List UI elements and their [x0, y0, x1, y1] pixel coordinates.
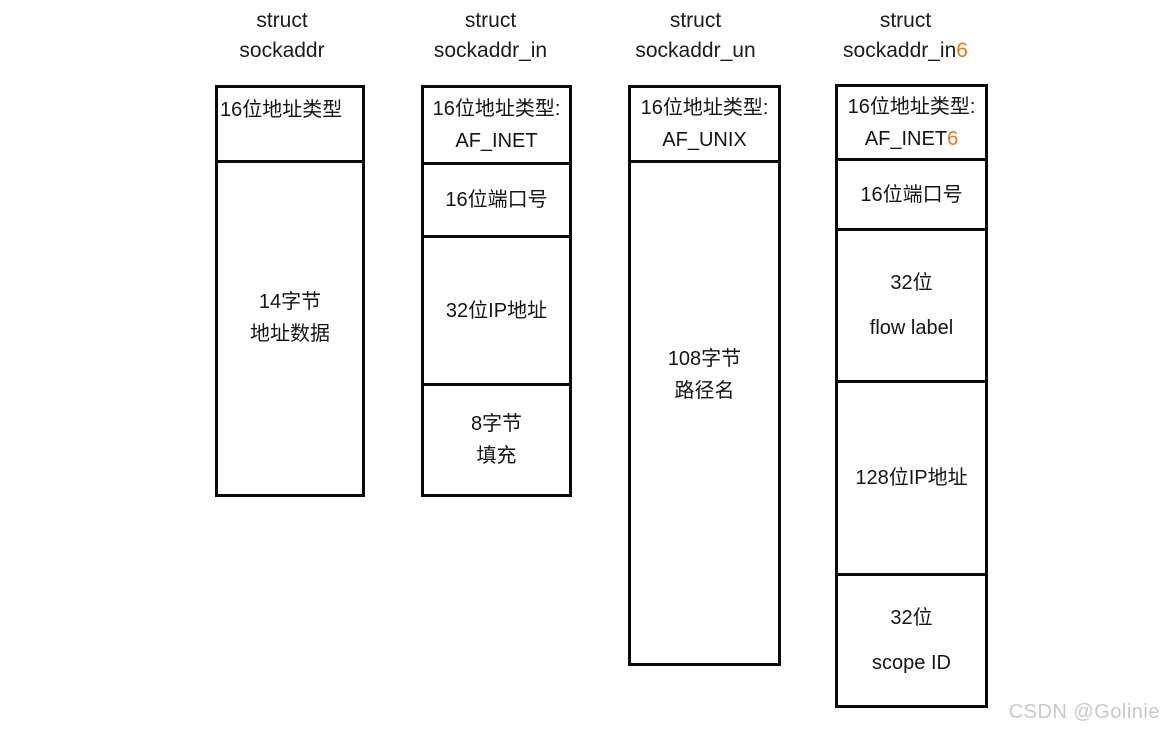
text-segment: 32位IP地址: [445, 299, 548, 322]
struct-title-line: struct: [415, 6, 566, 36]
text-segment: 填充: [476, 445, 517, 467]
field-section-pathname: 108字节路径名: [631, 163, 778, 663]
text-segment: 6: [947, 127, 959, 150]
field-section-port-number: 16位端口号: [424, 165, 569, 238]
field-section-address-family: 16位地址类型: [218, 88, 362, 163]
struct-title-sockaddr: struct sockaddr: [207, 6, 357, 66]
text-segment: AF_INET: [864, 127, 948, 150]
text-segment: scope ID: [872, 651, 951, 674]
field-label-line: AF_INET: [455, 125, 537, 157]
field-section-flow-label: 32位 flow label: [838, 231, 985, 383]
field-label-line: 32位: [890, 261, 932, 306]
field-label-line: AF_UNIX: [662, 124, 746, 156]
field-section-port-number: 16位端口号: [838, 161, 985, 231]
field-label-line: 16位端口号: [860, 179, 962, 211]
text-segment: 16位地址类型: [220, 99, 343, 121]
field-label-line: 16位地址类型: [220, 94, 342, 126]
text-segment: 128位IP地址: [855, 467, 968, 489]
field-label-line: 108字节: [668, 343, 741, 375]
struct-title-line: struct: [829, 6, 982, 36]
text-segment: struct: [879, 9, 932, 32]
field-section-address-family: 16位地址类型: AF_UNIX: [631, 88, 778, 163]
field-label-line: 128位IP地址: [855, 462, 967, 494]
struct-title-line: struct: [207, 6, 357, 36]
field-section-address-data: 14字节地址数据: [218, 163, 362, 494]
csdn-watermark: CSDN @Golinie: [1008, 701, 1160, 723]
field-section-scope-id: 32位 scope ID: [838, 576, 985, 705]
struct-title-line: struct: [619, 6, 772, 36]
text-segment: flow label: [869, 316, 954, 339]
text-segment: 地址数据: [250, 322, 330, 345]
text-segment: sockaddr_in: [433, 39, 548, 62]
field-label-line: 16位地址类型:: [433, 93, 561, 125]
field-label-line: 16位端口号: [445, 184, 547, 216]
text-segment: 路径名: [674, 380, 735, 402]
struct-box-sockaddr_un: 16位地址类型: AF_UNIX 108字节路径名: [628, 85, 781, 666]
field-label-line: 16位地址类型:: [641, 92, 769, 124]
field-label-line: AF_INET6: [865, 123, 958, 155]
struct-title-line: sockaddr_un: [619, 36, 772, 66]
field-section-ip-address-128: 128位IP地址: [838, 383, 985, 576]
field-label-line: 32位: [890, 596, 932, 641]
text-segment: 14字节: [258, 290, 322, 313]
struct-title-sockaddr_in6: struct sockaddr_in6: [829, 6, 982, 66]
field-section-address-family: 16位地址类型: AF_INET6: [838, 87, 985, 161]
text-segment: 16位地址类型:: [640, 97, 769, 119]
text-segment: AF_INET: [455, 130, 538, 152]
text-segment: AF_UNIX: [662, 129, 747, 151]
field-label-line: scope ID: [872, 641, 951, 686]
text-segment: 16位地址类型:: [847, 95, 976, 118]
field-label-line: 填充: [477, 440, 517, 472]
field-label-line: flow label: [870, 306, 953, 351]
field-section-padding: 8字节填充: [424, 386, 569, 494]
field-label-line: 16位地址类型:: [848, 91, 976, 123]
field-label-line: 路径名: [675, 375, 735, 407]
struct-title-sockaddr_un: struct sockaddr_un: [619, 6, 772, 66]
text-segment: 16位地址类型:: [432, 98, 561, 120]
field-label-line: 14字节: [259, 286, 321, 318]
text-segment: sockaddr_in: [843, 39, 957, 62]
struct-box-sockaddr_in: 16位地址类型: AF_INET 16位端口号 32位IP地址 8字节填充: [421, 85, 572, 497]
text-segment: sockaddr_un: [635, 39, 756, 62]
text-segment: 32位: [890, 606, 933, 629]
text-segment: 8字节: [470, 413, 523, 435]
field-label-line: 32位IP地址: [446, 295, 547, 327]
text-segment: struct: [464, 9, 517, 32]
text-segment: sockaddr: [239, 39, 325, 62]
struct-title-line: sockaddr: [207, 36, 357, 66]
text-segment: 32位: [890, 271, 933, 294]
text-segment: struct: [256, 9, 308, 32]
field-section-ip-address: 32位IP地址: [424, 238, 569, 386]
struct-title-line: sockaddr_in: [415, 36, 566, 66]
text-segment: 16位端口号: [860, 183, 963, 206]
text-segment: struct: [669, 9, 722, 32]
text-segment: 108字节: [667, 348, 742, 370]
struct-box-sockaddr: 16位地址类型 14字节地址数据: [215, 85, 365, 497]
text-segment: 6: [956, 39, 968, 62]
struct-title-line: sockaddr_in6: [829, 36, 982, 66]
struct-box-sockaddr_in6: 16位地址类型: AF_INET6 16位端口号 32位 flow label 128位I…: [835, 84, 988, 708]
field-label-line: 8字节: [471, 408, 522, 440]
field-label-line: 地址数据: [250, 318, 330, 350]
field-section-address-family: 16位地址类型: AF_INET: [424, 88, 569, 165]
struct-title-sockaddr_in: struct sockaddr_in: [415, 6, 566, 66]
text-segment: 16位端口号: [445, 189, 548, 211]
